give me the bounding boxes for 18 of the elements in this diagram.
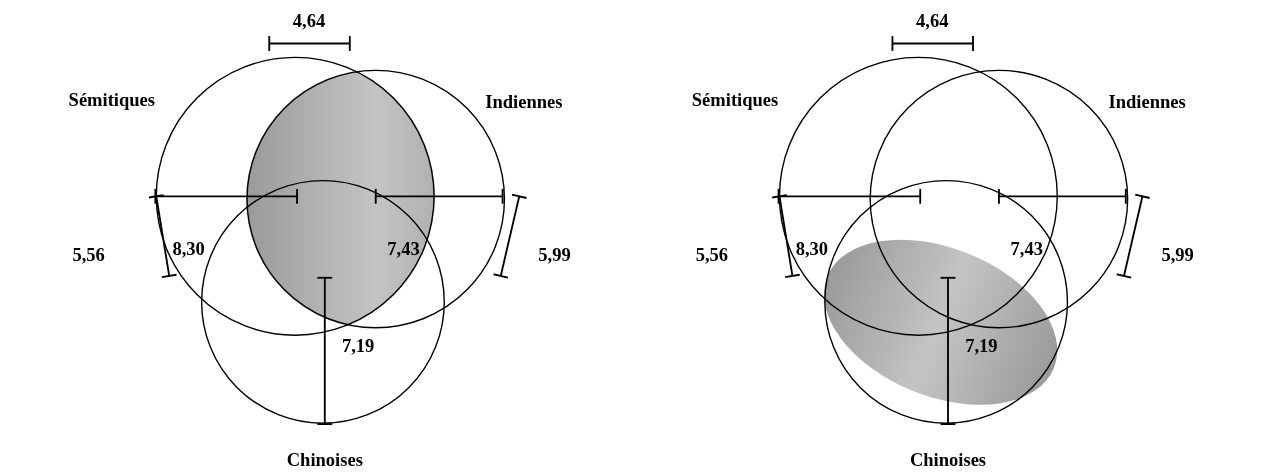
dimension-value: 7,43 [1010,238,1043,258]
dimension-value: 7,43 [387,238,420,258]
dimension-value: 5,99 [538,245,571,264]
dimension-value: 4,64 [916,11,949,30]
dimension-value: 5,99 [1161,245,1194,264]
dimension-value: 5,56 [72,245,105,264]
dimension-value: 4,64 [292,11,326,30]
set-label: Sémitiques [68,90,156,110]
dimension-value: 7,19 [341,336,375,355]
set-label: Indiennes [485,92,563,112]
set-label: Chinoises [286,450,363,469]
dimension-value: 8,30 [795,238,829,258]
set-label: Sémitiques [691,90,779,110]
dimension-value: 8,30 [172,238,205,258]
set-label: Indiennes [1108,92,1186,112]
set-label: Chinoises [909,450,987,469]
dimension-value: 5,56 [695,245,729,264]
dimension-value: 7,19 [965,336,998,355]
